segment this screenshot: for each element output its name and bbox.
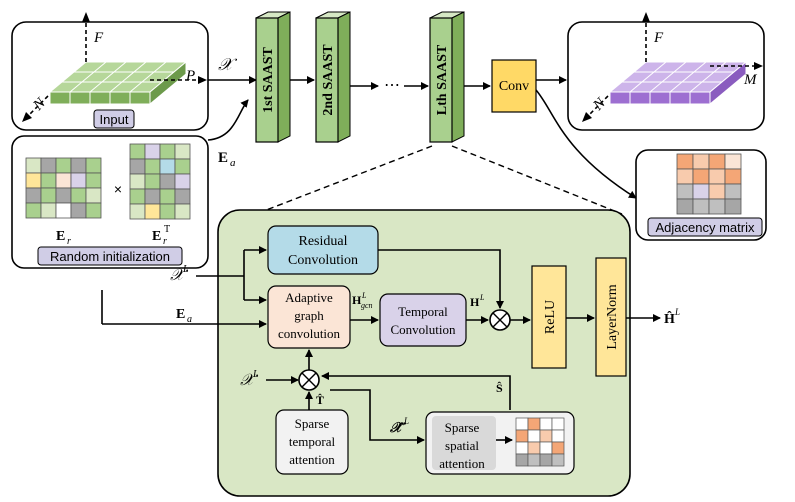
- relu-label: ReLU: [543, 300, 558, 334]
- times-symbol: ×: [114, 181, 122, 197]
- ea-symbol: E: [218, 150, 228, 166]
- random-init-label: Random initialization: [50, 249, 170, 264]
- ert-superscript: T: [164, 224, 170, 235]
- s-hat-symbol: Ŝ: [496, 381, 503, 395]
- input-label-box: [93, 109, 135, 129]
- ssa-line1: Sparse: [445, 420, 480, 435]
- t-hat-symbol: T̂: [316, 393, 324, 407]
- out-n-axis-arrowhead: [582, 112, 592, 122]
- x-hat-sup: L: [403, 416, 409, 426]
- input-label: Input: [100, 112, 129, 127]
- adjacency-label: Adjacency matrix: [656, 220, 755, 235]
- hhat-symbol: Ĥ: [664, 310, 675, 327]
- adjacency-grid: [676, 153, 742, 215]
- er-label: E: [56, 229, 65, 244]
- ert-matrix: [129, 143, 191, 220]
- ea-arrow: [207, 99, 249, 141]
- residual-to-otimes-arrow: [378, 249, 504, 309]
- relu-block: [531, 265, 567, 369]
- n-axis: [27, 95, 49, 117]
- hgcn-sub: gcn: [361, 301, 373, 310]
- saast-block-2: 2nd SAAST: [315, 11, 351, 143]
- saast-2-label: 2nd SAAST: [321, 44, 336, 116]
- sparse-temporal-attention-block: [275, 409, 349, 475]
- input-tensor-cubes: [48, 60, 188, 106]
- random-init-panel: × E r E r T Random initialization: [11, 135, 209, 269]
- out-f-axis-arrowhead: [642, 12, 650, 22]
- axis-f-label: F: [93, 30, 104, 46]
- hhat-sup: L: [674, 307, 680, 317]
- input-panel: F P N Input: [11, 12, 209, 131]
- tconv-line2: Convolution: [390, 322, 456, 337]
- adaptive-graph-convolution-block: [267, 285, 351, 349]
- ssa-label-bg: [432, 416, 496, 470]
- sta-line1: Sparse: [295, 416, 330, 431]
- hgcn-symbol: H: [352, 293, 362, 307]
- agc-line1: Adaptive: [285, 290, 333, 305]
- adjacency-panel: Adjacency matrix: [635, 149, 767, 241]
- ert-label: E: [152, 229, 161, 244]
- saast-l-label: Lth SAAST: [435, 44, 450, 115]
- layernorm-block: [595, 257, 627, 377]
- output-panel: F M N: [567, 12, 765, 131]
- conv-block: [491, 59, 537, 113]
- zoom-line-right: [451, 145, 623, 215]
- n-axis-arrowhead: [22, 112, 32, 122]
- zoom-line-left: [255, 145, 433, 215]
- detail-ea-symbol: E: [176, 307, 185, 322]
- ssa-line3: attention: [439, 456, 485, 471]
- er-subscript: r: [67, 236, 71, 247]
- residual-line2: Convolution: [288, 253, 358, 268]
- x-symbol: 𝒳: [218, 55, 238, 74]
- f-axis-arrowhead: [82, 12, 90, 22]
- temporal-convolution-block: [379, 293, 467, 347]
- s-hat-feedback-arrow: [321, 372, 511, 410]
- sparse-attention-matrix: [515, 417, 565, 467]
- ellipsis: ⋯: [384, 77, 400, 94]
- output-tensor-cubes: [608, 60, 748, 106]
- detail-ea-sub: a: [187, 314, 192, 325]
- conv-to-adjacency-arrow: [535, 89, 637, 199]
- er-matrix: [25, 157, 102, 219]
- hl-sup: L: [479, 293, 485, 302]
- out-axis-f-label: F: [653, 30, 664, 46]
- agc-line3: convolution: [278, 326, 341, 341]
- hl-symbol: H: [470, 295, 480, 309]
- residual-line1: Residual: [299, 234, 348, 249]
- tconv-line1: Temporal: [398, 304, 448, 319]
- axis-m-label: M: [743, 72, 758, 88]
- p-axis-arrowhead: [198, 76, 207, 84]
- random-init-label-box: [37, 246, 183, 266]
- out-n-axis: [587, 95, 609, 117]
- saast-detail-panel: 𝒳 L E a Residual Convolution Adaptive gr…: [101, 209, 680, 497]
- xhat-to-ssa-arrow: [330, 389, 425, 444]
- agc-line2: graph: [294, 308, 324, 323]
- hgcn-sup: L: [361, 291, 367, 300]
- sta-line2: temporal: [289, 434, 336, 449]
- saast-block-l: Lth SAAST: [429, 11, 465, 143]
- saast-block-1: 1st SAAST: [255, 11, 291, 143]
- axis-p-label: P: [185, 68, 195, 84]
- ert-subscript: r: [163, 236, 167, 247]
- m-axis-arrowhead: [754, 62, 763, 70]
- layernorm-label: LayerNorm: [605, 284, 620, 349]
- detail-xl2-sup: L: [252, 369, 259, 380]
- conv-label: Conv: [499, 79, 529, 94]
- saast-1-label: 1st SAAST: [261, 46, 276, 112]
- detail-xl-sup: L: [182, 264, 189, 275]
- ssa-line2: spatial: [445, 438, 479, 453]
- adjacency-label-box: [647, 217, 763, 237]
- ea-subscript: a: [230, 157, 236, 169]
- sta-line3: attention: [289, 452, 335, 467]
